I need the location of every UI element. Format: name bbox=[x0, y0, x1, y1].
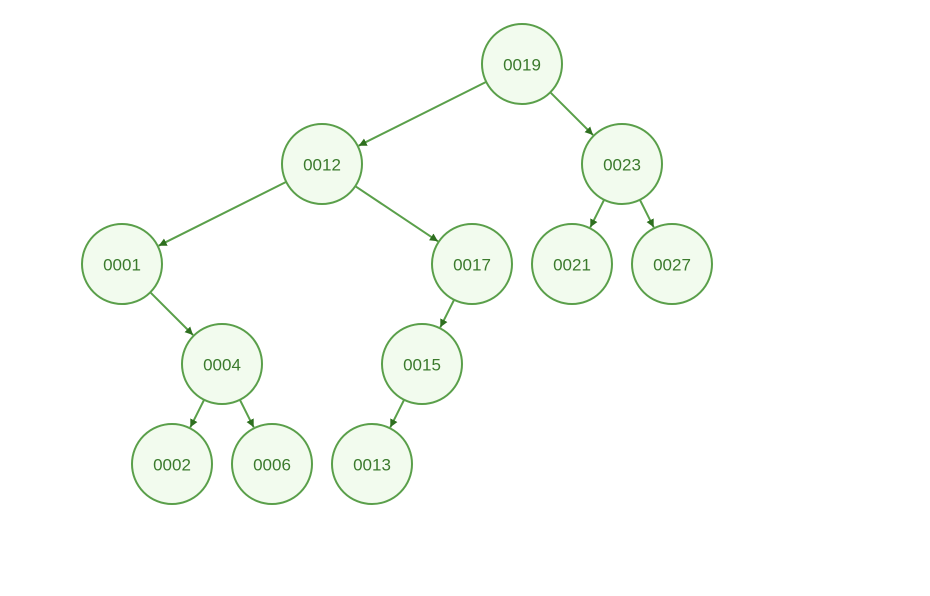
node-circle bbox=[581, 123, 663, 205]
node-label: 0012 bbox=[303, 156, 341, 175]
edge-arrow-n01-n04 bbox=[149, 291, 194, 336]
tree-node-0023: 0023 bbox=[581, 123, 663, 205]
node-label: 0013 bbox=[353, 456, 391, 475]
node-label: 0021 bbox=[553, 256, 591, 275]
edges-layer bbox=[149, 81, 655, 428]
node-circle bbox=[181, 323, 263, 405]
edge-arrow-n17-n15 bbox=[439, 299, 455, 328]
node-label: 0002 bbox=[153, 456, 191, 475]
node-circle bbox=[231, 423, 313, 505]
edge-arrow-n19-n23 bbox=[549, 91, 594, 136]
tree-node-0015: 0015 bbox=[381, 323, 463, 405]
node-label: 0027 bbox=[653, 256, 691, 275]
tree-node-0027: 0027 bbox=[631, 223, 713, 305]
tree-node-0017: 0017 bbox=[431, 223, 513, 305]
node-circle bbox=[531, 223, 613, 305]
node-label: 0006 bbox=[253, 456, 291, 475]
node-label: 0023 bbox=[603, 156, 641, 175]
edge-arrow-n12-n01 bbox=[158, 181, 287, 247]
node-label: 0019 bbox=[503, 56, 541, 75]
edge-arrow-n23-n21 bbox=[589, 199, 605, 228]
node-circle bbox=[481, 23, 563, 105]
node-circle bbox=[381, 323, 463, 405]
edge-arrow-n19-n12 bbox=[358, 81, 487, 147]
edge-arrow-n15-n13 bbox=[389, 399, 405, 428]
node-circle bbox=[631, 223, 713, 305]
node-label: 0017 bbox=[453, 256, 491, 275]
edge-arrow-n12-n17 bbox=[354, 185, 439, 243]
node-label: 0015 bbox=[403, 356, 441, 375]
node-label: 0004 bbox=[203, 356, 241, 375]
tree-node-0021: 0021 bbox=[531, 223, 613, 305]
node-label: 0001 bbox=[103, 256, 141, 275]
node-circle bbox=[431, 223, 513, 305]
node-circle bbox=[331, 423, 413, 505]
tree-node-0004: 0004 bbox=[181, 323, 263, 405]
tree-node-0001: 0001 bbox=[81, 223, 163, 305]
edge-arrow-n23-n27 bbox=[639, 199, 655, 228]
tree-node-0013: 0013 bbox=[331, 423, 413, 505]
tree-node-0019: 0019 bbox=[481, 23, 563, 105]
tree-node-0012: 0012 bbox=[281, 123, 363, 205]
tree-node-0006: 0006 bbox=[231, 423, 313, 505]
edge-arrow-n04-n02 bbox=[189, 399, 205, 428]
node-circle bbox=[81, 223, 163, 305]
node-circle bbox=[281, 123, 363, 205]
tree-node-0002: 0002 bbox=[131, 423, 213, 505]
nodes-layer: 0019 0012 0023 0001 0017 0021 0027 0004 0015 0002… bbox=[81, 23, 713, 505]
edge-arrow-n04-n06 bbox=[239, 399, 255, 428]
node-circle bbox=[131, 423, 213, 505]
